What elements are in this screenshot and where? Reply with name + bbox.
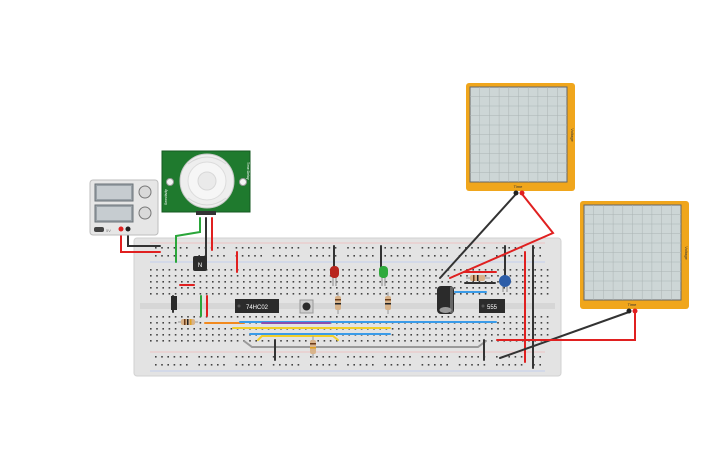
terminal-positive[interactable]	[118, 226, 124, 232]
wires	[120, 193, 636, 369]
wire-green-pir	[175, 217, 201, 263]
wire-scope1-black	[439, 193, 517, 279]
capacitor-electrolytic[interactable]	[437, 286, 454, 314]
time-delay-pot[interactable]	[239, 178, 247, 186]
resistor-1[interactable]	[178, 319, 198, 325]
oscilloscope-1[interactable]: Time Voltage	[466, 83, 575, 196]
resistor-3[interactable]	[385, 292, 391, 314]
oscilloscope-1-axis-label: Voltage	[570, 128, 575, 142]
voltage-knob[interactable]	[138, 185, 152, 199]
pir-side-right: Time Delay	[246, 162, 250, 180]
wire-yellow-2	[257, 335, 339, 341]
oscilloscope-1-probe-positive[interactable]	[519, 190, 525, 196]
led-green[interactable]	[379, 266, 388, 286]
oscilloscope-2-grid	[584, 205, 681, 300]
black-component[interactable]	[171, 296, 177, 310]
wire-scope2-red	[496, 311, 636, 341]
current-knob[interactable]	[138, 206, 152, 220]
pir-sensor[interactable]: Sensitivity Time Delay	[161, 150, 251, 215]
pushbutton[interactable]	[299, 299, 314, 314]
oscilloscope-2-axis-label: Voltage	[684, 246, 689, 260]
resistor-4[interactable]	[310, 336, 316, 358]
ic-74hc02-label: 74HC02	[246, 305, 269, 311]
oscilloscope-2-probe-positive[interactable]	[632, 308, 638, 314]
led-red[interactable]	[330, 266, 339, 286]
terminal-negative[interactable]	[125, 226, 131, 232]
wire-gray	[243, 340, 487, 348]
resistor-5[interactable]	[466, 275, 490, 281]
pir-side-left: Sensitivity	[164, 189, 168, 205]
transistor-label: N	[198, 263, 202, 269]
ic-555-label: 555	[487, 305, 498, 311]
power-switch[interactable]	[94, 227, 104, 232]
ic-555[interactable]: 555	[479, 299, 505, 313]
wire-scope1-red	[449, 193, 555, 279]
wire-red-power	[120, 229, 161, 253]
oscilloscope-1-probe-negative[interactable]	[513, 190, 519, 196]
oscilloscope-1-time-label: Time	[514, 184, 524, 189]
transistor[interactable]: N	[193, 256, 207, 271]
resistor-2[interactable]	[335, 292, 341, 314]
terminal-label: 5V	[106, 228, 111, 233]
ic-74hc02[interactable]: 74HC02	[235, 299, 279, 313]
sensitivity-pot[interactable]	[166, 178, 174, 186]
oscilloscope-2[interactable]: Time Voltage	[580, 201, 689, 314]
wire-scope2-black	[499, 311, 630, 359]
oscilloscope-1-grid	[470, 87, 567, 182]
oscilloscope-2-time-label: Time	[628, 302, 638, 307]
capacitor-ceramic[interactable]	[499, 275, 511, 292]
power-supply[interactable]: 5V	[89, 179, 159, 236]
oscilloscope-2-probe-negative[interactable]	[626, 308, 632, 314]
